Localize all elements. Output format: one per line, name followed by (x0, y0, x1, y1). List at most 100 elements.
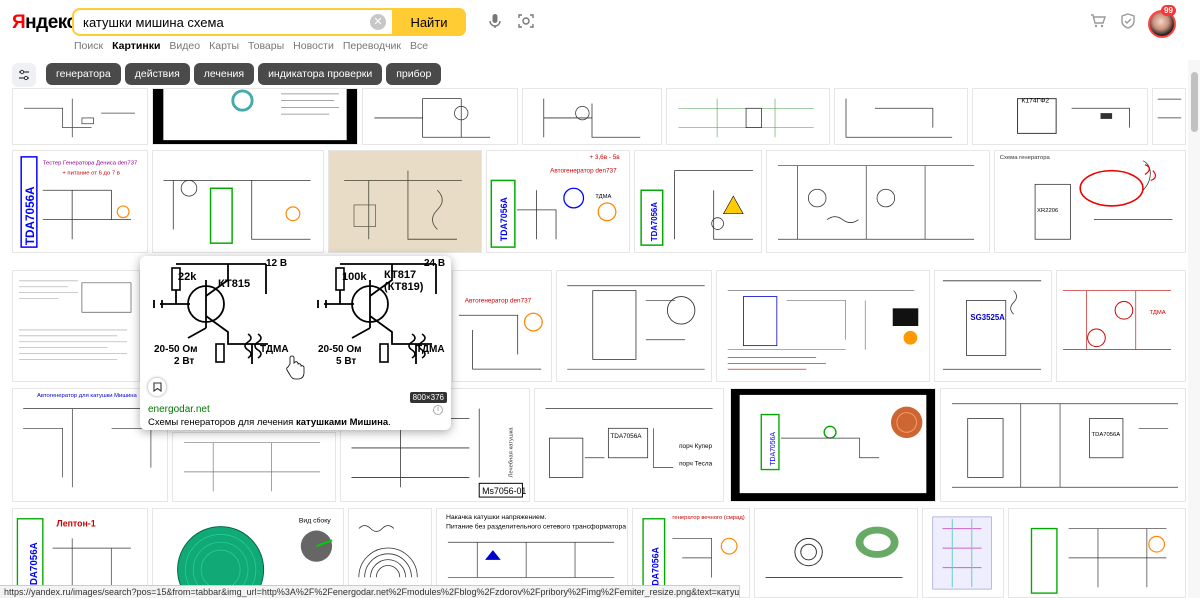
result-image[interactable] (834, 88, 968, 145)
left-tdma-label: ТДМА (260, 344, 289, 355)
left-transistor-label: КТ815 (218, 278, 250, 290)
result-image[interactable]: Автогенератор для катушки Мишина (12, 388, 168, 502)
search-input[interactable] (74, 10, 370, 34)
microphone-icon[interactable] (487, 13, 503, 29)
tab-all[interactable]: Все (410, 40, 429, 52)
tab-images[interactable]: Картинки (112, 40, 161, 52)
schematic-thumbnail (344, 170, 462, 240)
source-domain-link[interactable]: energodar.net (148, 404, 210, 415)
logo-first-letter: Я (12, 12, 26, 33)
sg-label: SG3525A (970, 313, 1005, 322)
schematic-thumbnail (845, 98, 953, 138)
image-preview-popup[interactable]: 22k КТ815 12 В ТДМА 20-50 Ом 2 Вт 100k К… (140, 256, 451, 430)
result-image[interactable] (328, 150, 482, 253)
description-text: Схемы генераторов для лечения (148, 417, 296, 428)
left-voltage-label: 12 В (266, 258, 287, 269)
shield-icon[interactable] (1120, 13, 1136, 29)
tab-translator[interactable]: Переводчик (342, 40, 402, 52)
left-watt-label: 2 Вт (174, 356, 194, 367)
tda-label: TDA7056A (651, 546, 661, 591)
schematic-thumbnail: TDA7056A Автогенератор den737 + 3,6в - 5… (490, 154, 620, 248)
result-image[interactable] (766, 150, 990, 253)
result-image[interactable] (556, 270, 712, 382)
result-image[interactable] (666, 88, 830, 145)
result-image[interactable]: SG3525A (934, 270, 1052, 382)
result-image[interactable] (922, 508, 1004, 598)
porch-tesla-label: порч Тесла (679, 461, 712, 468)
scrollbar-track[interactable] (1188, 60, 1200, 598)
right-ohm-label: 20-50 Ом (318, 344, 362, 355)
schematic-thumbnail: TDA7056A Тестер Генератора Дениса den737… (20, 156, 137, 248)
schematic-thumbnail (19, 280, 132, 360)
result-image[interactable]: TDA7056A генератор вечного (смрад) (632, 508, 750, 598)
right-resistor-label: 100k (342, 271, 367, 283)
chip-device[interactable]: прибор (386, 63, 442, 85)
bookmark-icon (152, 382, 162, 392)
schematic-thumbnail: Автогенератор den737 (458, 297, 543, 370)
result-image[interactable]: TDA7056A (940, 388, 1186, 502)
result-image[interactable] (348, 508, 432, 586)
xr-label: XR2206 (1037, 208, 1059, 214)
info-icon[interactable]: i (433, 405, 443, 415)
gen-scheme-label: Схема генератора (1000, 155, 1051, 161)
result-image[interactable]: TDA7056A (730, 388, 936, 502)
description-end: . (388, 417, 391, 428)
result-image[interactable] (1008, 508, 1186, 598)
result-image[interactable]: Накачка катушки напряжением. Питание без… (436, 508, 628, 598)
logo-rest: ндекс (25, 12, 77, 33)
find-button[interactable]: Найти (392, 8, 466, 36)
cart-icon[interactable] (1090, 13, 1106, 29)
result-image[interactable] (172, 432, 336, 502)
scrollbar-thumb[interactable] (1191, 72, 1198, 132)
schematic-thumbnail: TDA7056A (739, 394, 927, 494)
bookmark-button[interactable] (148, 378, 166, 396)
result-image[interactable]: TDA7056A Лептон-1 (12, 508, 148, 598)
filter-settings-button[interactable] (12, 63, 36, 87)
chip-generator[interactable]: генератора (46, 63, 121, 85)
left-ohm-label: 20-50 Ом (154, 344, 198, 355)
power-label: + питание от 6 до 7 в (62, 171, 120, 177)
search-box: ✕ Найти (72, 8, 466, 36)
clear-icon[interactable]: ✕ (370, 14, 386, 30)
tab-goods[interactable]: Товары (248, 40, 285, 52)
right-transistor-label: КТ817 (384, 269, 416, 281)
result-image[interactable] (522, 88, 662, 145)
notification-badge: 99 (1161, 5, 1176, 16)
tab-news[interactable]: Новости (293, 40, 334, 52)
result-image[interactable] (754, 508, 918, 598)
result-image[interactable]: К174ГФ2 (972, 88, 1148, 145)
result-image[interactable] (12, 88, 148, 145)
chip-action[interactable]: действия (124, 63, 190, 85)
tda-label: TDA7056A (1091, 432, 1120, 438)
preview-schematic: 22k КТ815 12 В ТДМА 20-50 Ом 2 Вт 100k К… (153, 258, 445, 380)
yandex-logo[interactable]: Яндекс (12, 12, 77, 34)
image-search-icon[interactable] (518, 13, 534, 29)
tda-label: TDA7056A (770, 432, 777, 466)
result-image[interactable]: Вид сбоку (152, 508, 344, 598)
result-image[interactable]: Схема генератора XR2206 (994, 150, 1186, 253)
tdma-label: ТДМА (595, 194, 611, 200)
tda-label: TDA7056A (24, 186, 37, 245)
chip-indicator[interactable]: индикатора проверки (258, 63, 383, 85)
result-image[interactable] (716, 270, 930, 382)
status-bar-url: https://yandex.ru/images/search?pos=15&f… (0, 585, 740, 598)
result-image[interactable]: TDA7056A порч Купер порч Тесла (534, 388, 724, 502)
result-image[interactable]: TDA7056A (634, 150, 762, 253)
result-image[interactable] (12, 270, 140, 382)
result-image[interactable] (152, 150, 324, 253)
result-image[interactable] (152, 88, 358, 145)
nav-tabs: Поиск Картинки Видео Карты Товары Новост… (74, 40, 428, 52)
schematic-thumbnail: TDA7056A генератор вечного (смрад) (642, 515, 745, 594)
tab-video[interactable]: Видео (169, 40, 201, 52)
schematic-thumbnail (567, 285, 705, 370)
tab-search[interactable]: Поиск (74, 40, 104, 52)
tab-maps[interactable]: Карты (209, 40, 240, 52)
result-image[interactable]: TDA7056A Тестер Генератора Дениса den737… (12, 150, 148, 253)
result-image[interactable]: TDA7056A Автогенератор den737 + 3,6в - 5… (486, 150, 630, 253)
chip-treatment[interactable]: лечения (193, 63, 255, 85)
result-image[interactable]: ТДМА (1056, 270, 1186, 382)
result-image[interactable]: Автогенератор den737 (452, 270, 552, 382)
image-description[interactable]: Схемы генераторов для лечения катушками … (148, 417, 391, 428)
result-image[interactable] (1152, 88, 1186, 145)
result-image[interactable] (362, 88, 518, 145)
